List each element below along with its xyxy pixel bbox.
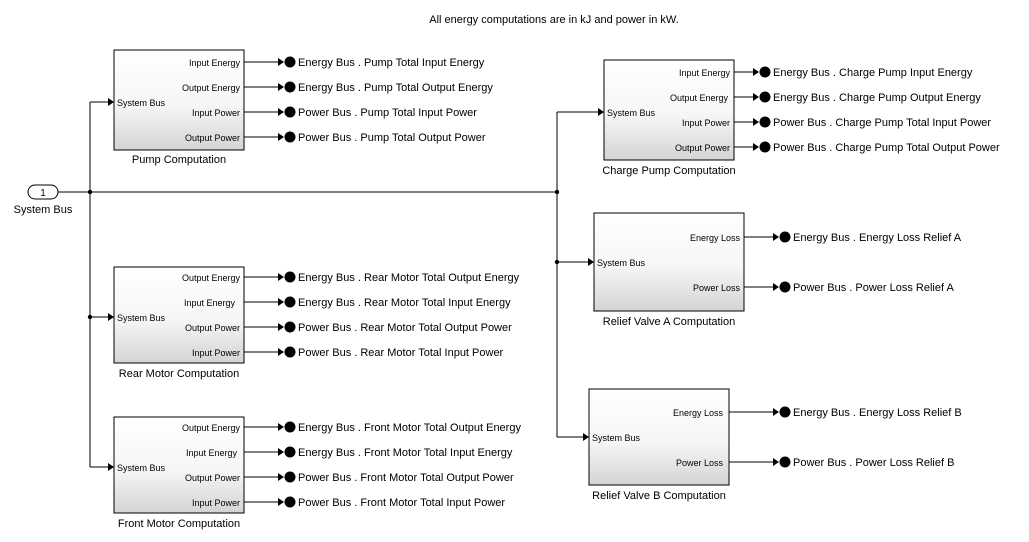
signal-name: Energy Bus . Front Motor Total Input Ene… [298, 447, 513, 459]
relief-b-port-label: Power Loss [676, 458, 724, 468]
charge-pump-computation-block[interactable]: System Bus Input Energy Output Energy In… [603, 59, 735, 161]
log-point [779, 406, 791, 418]
relief-a-input-port-label: System Bus [597, 258, 646, 268]
front-block-name: Front Motor Computation [118, 518, 240, 530]
relief-valve-a-computation-block[interactable]: System Bus Energy Loss Power Loss [593, 212, 745, 312]
pump-port-label: Input Power [192, 108, 240, 118]
rear-port-label: Output Energy [182, 273, 241, 283]
branch-junctions [87, 189, 560, 320]
rear-port-label: Output Power [185, 323, 240, 333]
signal-name: Power Bus . Power Loss Relief A [793, 282, 954, 294]
relief-b-input-port-label: System Bus [592, 433, 641, 443]
system-bus-inport[interactable]: 1 [27, 184, 59, 200]
signal-name: Power Bus . Pump Total Output Power [298, 132, 486, 144]
pump-port-label: Input Energy [189, 58, 241, 68]
signal-name: Power Bus . Rear Motor Total Input Power [298, 347, 504, 359]
inport-number: 1 [40, 188, 46, 199]
pump-port-label: Output Power [185, 133, 240, 143]
charge-port-label: Input Power [682, 118, 730, 128]
signal-name: Power Bus . Rear Motor Total Output Powe… [298, 322, 512, 334]
signal-name: Energy Bus . Rear Motor Total Output Ene… [298, 272, 520, 284]
signal-name: Power Bus . Pump Total Input Power [298, 107, 477, 119]
rear-motor-computation-block[interactable]: System Bus Output Energy Input Energy Ou… [113, 266, 245, 364]
log-point [759, 116, 771, 128]
inport-label: System Bus [14, 204, 73, 216]
front-port-label: Output Energy [182, 423, 241, 433]
output-signal-arrowheads [278, 58, 779, 506]
signal-log-points [284, 56, 791, 508]
log-point [779, 456, 791, 468]
rear-input-port-label: System Bus [117, 313, 166, 323]
signal-name: Energy Bus . Charge Pump Output Energy [773, 92, 981, 104]
signal-name: Energy Bus . Energy Loss Relief A [793, 232, 962, 244]
charge-port-label: Output Energy [670, 93, 729, 103]
signal-name: Power Bus . Charge Pump Total Output Pow… [773, 142, 1000, 154]
log-point [759, 91, 771, 103]
signal-name: Power Bus . Power Loss Relief B [793, 457, 954, 469]
charge-block-name: Charge Pump Computation [602, 165, 735, 177]
pump-port-label: Output Energy [182, 83, 241, 93]
log-point [284, 471, 296, 483]
pump-computation-block[interactable]: System Bus Input Energy Output Energy In… [113, 49, 245, 151]
bus-wiring [58, 101, 598, 468]
log-point [284, 321, 296, 333]
log-point [284, 81, 296, 93]
relief-a-block-name: Relief Valve A Computation [603, 316, 735, 328]
signal-name: Energy Bus . Front Motor Total Output En… [298, 422, 521, 434]
log-point [284, 496, 296, 508]
charge-port-label: Input Energy [679, 68, 731, 78]
log-point [779, 281, 791, 293]
log-point [779, 231, 791, 243]
log-point [284, 421, 296, 433]
log-point [284, 446, 296, 458]
front-motor-computation-block[interactable]: System Bus Output Energy Input Energy Ou… [113, 416, 245, 514]
signal-name: Power Bus . Charge Pump Total Input Powe… [773, 117, 991, 129]
signal-name: Power Bus . Front Motor Total Output Pow… [298, 472, 514, 484]
log-point [284, 131, 296, 143]
rear-port-label: Input Energy [184, 298, 236, 308]
rear-block-name: Rear Motor Computation [119, 368, 239, 380]
log-point [759, 66, 771, 78]
charge-port-label: Output Power [675, 143, 730, 153]
signal-name: Power Bus . Front Motor Total Input Powe… [298, 497, 505, 509]
pump-input-port-label: System Bus [117, 98, 166, 108]
rear-port-label: Input Power [192, 348, 240, 358]
front-input-port-label: System Bus [117, 463, 166, 473]
signal-name: Energy Bus . Rear Motor Total Input Ener… [298, 297, 511, 309]
signal-name: Energy Bus . Pump Total Input Energy [298, 57, 485, 69]
relief-b-block-name: Relief Valve B Computation [592, 490, 726, 502]
pump-block-name: Pump Computation [132, 154, 226, 166]
front-port-label: Input Power [192, 498, 240, 508]
log-point [284, 56, 296, 68]
signal-name: Energy Bus . Pump Total Output Energy [298, 82, 493, 94]
log-point [284, 106, 296, 118]
front-port-label: Output Power [185, 473, 240, 483]
charge-input-port-label: System Bus [607, 108, 656, 118]
output-signal-lines [244, 61, 773, 503]
output-signal-names: Energy Bus . Pump Total Input Energy Ene… [298, 57, 1000, 509]
relief-b-port-label: Energy Loss [673, 408, 724, 418]
relief-a-port-label: Energy Loss [690, 233, 741, 243]
log-point [284, 271, 296, 283]
log-point [284, 296, 296, 308]
bus-wiring-arrows [108, 98, 604, 471]
log-point [284, 346, 296, 358]
log-point [759, 141, 771, 153]
relief-a-port-label: Power Loss [693, 283, 741, 293]
signal-name: Energy Bus . Energy Loss Relief B [793, 407, 962, 419]
relief-valve-b-computation-block[interactable]: System Bus Energy Loss Power Loss [588, 388, 730, 486]
front-port-label: Input Energy [186, 448, 238, 458]
diagram-note: All energy computations are in kJ and po… [429, 14, 678, 26]
signal-name: Energy Bus . Charge Pump Input Energy [773, 67, 973, 79]
